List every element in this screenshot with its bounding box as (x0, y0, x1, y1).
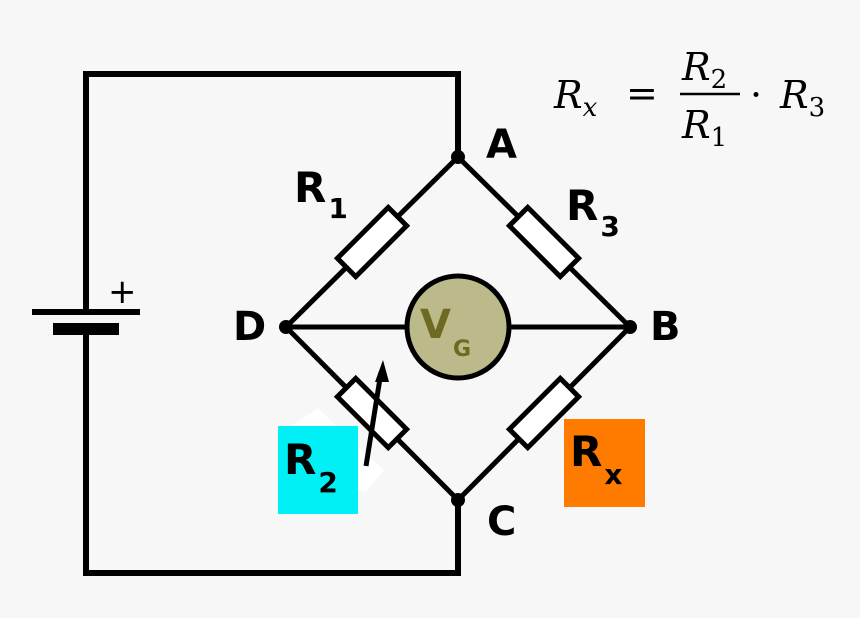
galvanometer-label: VG (420, 302, 471, 362)
formula-rhs: R3 (779, 73, 825, 123)
formula-lhs: Rx (553, 73, 598, 123)
battery-plus-sign: + (108, 272, 137, 312)
node-c-label: C (487, 499, 516, 545)
node-a-label: A (486, 122, 517, 168)
top-wire (83, 71, 461, 315)
r2-highlight-box (278, 426, 358, 514)
formula-equals: = (626, 71, 658, 115)
resistor-r1-body (333, 203, 411, 281)
battery-short-plate (53, 323, 119, 335)
galvanometer: VG (404, 273, 512, 381)
bottom-wire (83, 329, 461, 576)
resistor-r2-label-group: R2 (278, 426, 358, 514)
resistor-rx-label-group: Rx (564, 419, 645, 507)
resistor-rx-body (505, 374, 583, 452)
node-c-dot (451, 493, 465, 507)
outer-wires (83, 71, 461, 576)
resistor-r3-label: R3 (566, 181, 620, 243)
resistor-r2-label: R2 (284, 435, 338, 499)
variable-resistor-arrow (363, 360, 389, 467)
battery: + (32, 272, 140, 335)
node-d-label: D (233, 304, 266, 350)
node-b-label: B (650, 304, 681, 350)
formula-numerator: R2 (681, 45, 727, 95)
node-d-dot (279, 320, 293, 334)
battery-long-plate (32, 309, 140, 315)
resistor-r3-body (505, 203, 583, 281)
rx-highlight-box (564, 419, 645, 507)
junction-dots (279, 150, 637, 507)
balance-formula: Rx = R2 R1 · R3 (553, 45, 825, 153)
resistor-rx-label: Rx (570, 427, 622, 491)
galvanometer-circle (404, 273, 512, 381)
node-a-dot (451, 150, 465, 164)
formula-denominator: R1 (681, 103, 727, 153)
formula-dot: · (750, 73, 762, 117)
node-b-dot (623, 320, 637, 334)
resistor-r1-label: R1 (294, 163, 348, 225)
